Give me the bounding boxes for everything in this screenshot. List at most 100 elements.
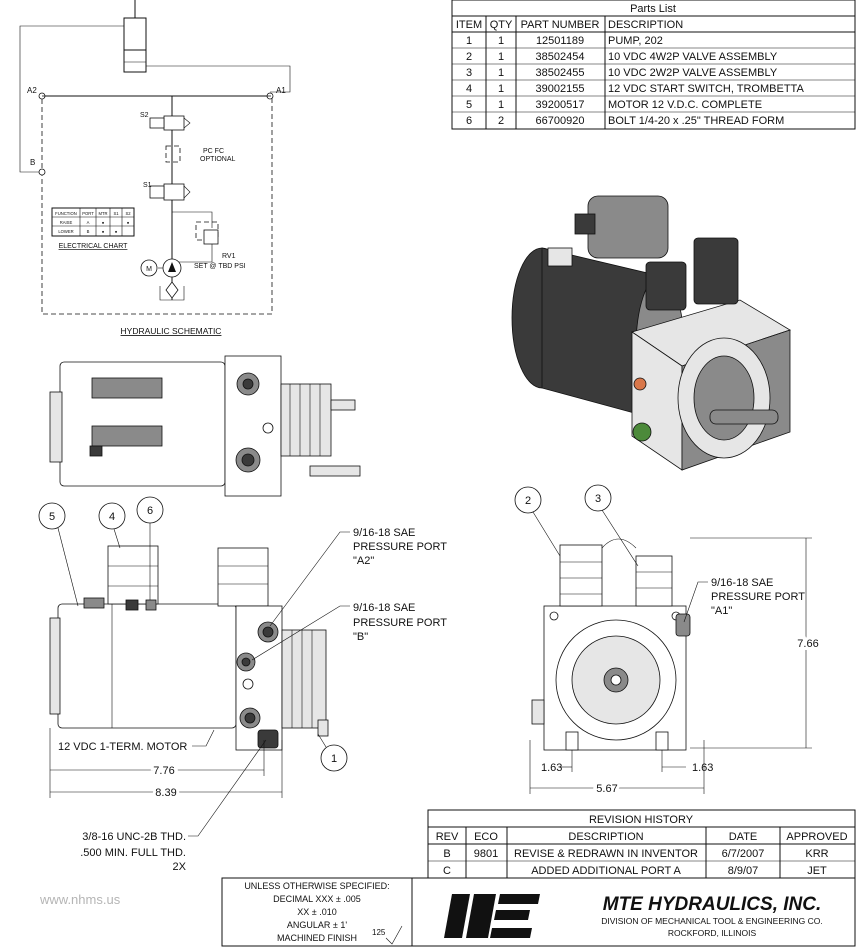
pcfc-label: PC FC — [203, 148, 224, 155]
motor-icon — [140, 259, 158, 277]
relief-valve-icon — [203, 229, 219, 245]
thread-callout-line3: 2X — [173, 861, 187, 873]
rev-header-eco: ECO — [474, 831, 498, 843]
tolerance-block: UNLESS OTHERWISE SPECIFIED: DECIMAL XXX … — [221, 877, 413, 947]
parts-cell: 1 — [498, 83, 504, 95]
annotations: 9/16-18 SAE PRESSURE PORT "A2" 9/16-18 S… — [58, 527, 805, 873]
electrical-chart-title: ELECTRICAL CHART — [59, 243, 129, 250]
parts-list-table: Parts List ITEM QTY PART NUMBER DESCRIPT… — [451, 0, 856, 130]
hydraulic-schematic-title: HYDRAULIC SCHEMATIC — [121, 326, 222, 336]
parts-cell: 3 — [466, 67, 472, 79]
tolerance-line-2: DECIMAL XXX ± .005 — [273, 894, 361, 904]
rev-header-rev: REV — [436, 831, 459, 843]
port-a2-label: A2 — [27, 86, 37, 95]
end-view — [531, 538, 691, 751]
callout-3: 3 — [595, 493, 601, 505]
motor-symbol-label: M — [146, 266, 152, 273]
dim-8-39: 8.39 — [155, 787, 176, 799]
dim-5-67: 5.67 — [596, 783, 617, 795]
rev-header-approved: APPROVED — [786, 831, 847, 843]
parts-cell: 4 — [466, 83, 472, 95]
front-view — [49, 545, 329, 751]
callouts: 5 4 6 1 2 3 — [38, 484, 639, 772]
callout-5: 5 — [49, 511, 55, 523]
chart-cell: RAISE — [60, 220, 73, 225]
parts-cell: 1 — [498, 51, 504, 63]
watermark-text: www.nhms.us — [39, 892, 121, 907]
parts-list-title: Parts List — [630, 3, 676, 15]
dim-7-66: 7.66 — [797, 638, 818, 650]
thread-callout-line2: .500 MIN. FULL THD. — [80, 847, 186, 859]
chart-header: FUNCTION — [55, 211, 77, 216]
callout-bubble-5 — [38, 502, 66, 530]
port-a1-callout-line3: "A1" — [711, 605, 732, 617]
callout-2: 2 — [525, 495, 531, 507]
parts-header-part-number: PART NUMBER — [521, 19, 600, 31]
port-b-callout-line3: "B" — [353, 631, 368, 643]
parts-cell: 12 VDC START SWITCH, TROMBETTA — [608, 83, 804, 95]
callout-bubble-2 — [514, 486, 542, 514]
surface-finish-icon — [385, 925, 403, 945]
revision-history-table: REVISION HISTORY REV ECO DESCRIPTION DAT… — [427, 809, 856, 879]
parts-cell: 6 — [466, 115, 472, 127]
tolerance-line-5: MACHINED FINISH — [277, 933, 357, 943]
dim-7-76: 7.76 — [153, 765, 174, 777]
parts-cell: 2 — [466, 51, 472, 63]
parts-cell: 1 — [466, 35, 472, 47]
rev-cell: REVISE & REDRAWN IN INVENTOR — [514, 848, 698, 860]
parts-cell: PUMP, 202 — [608, 35, 663, 47]
chart-cell: ● — [127, 220, 130, 225]
company-name: MTE HYDRAULICS, INC. — [603, 894, 822, 915]
mte-logo-icon — [444, 890, 540, 942]
port-a2-callout-line1: 9/16-18 SAE — [353, 527, 415, 539]
port-b-label: B — [30, 158, 35, 167]
finish-value: 125 — [372, 928, 386, 937]
electrical-chart: FUNCTION PORT MTR S1 S2 RAISE A ● ● LOWE… — [51, 207, 135, 250]
solenoid-s1-label: S1 — [143, 182, 152, 189]
parts-cell: 10 VDC 2W2P VALVE ASSEMBLY — [608, 67, 778, 79]
parts-cell: 5 — [466, 99, 472, 111]
callout-4: 4 — [109, 511, 115, 523]
rev-header-date: DATE — [729, 831, 758, 843]
chart-cell: LOWER — [58, 229, 73, 234]
parts-cell: 39002155 — [536, 83, 585, 95]
parts-header-description: DESCRIPTION — [608, 19, 683, 31]
parts-cell: 2 — [498, 115, 504, 127]
chart-header: S2 — [125, 211, 131, 216]
rev-cell: C — [443, 865, 451, 877]
parts-cell: MOTOR 12 V.D.C. COMPLETE — [608, 99, 762, 111]
tolerance-line-1: UNLESS OTHERWISE SPECIFIED: — [244, 881, 389, 891]
solenoid-s2-label: S2 — [140, 112, 149, 119]
parts-header-qty: QTY — [490, 19, 513, 31]
chart-header: PORT — [82, 211, 94, 216]
tolerance-line-4: ANGULAR ± 1' — [287, 920, 347, 930]
rev-cell: B — [443, 848, 450, 860]
port-b-callout-line2: PRESSURE PORT — [353, 617, 447, 629]
rev-cell: 9801 — [474, 848, 498, 860]
callout-6: 6 — [147, 505, 153, 517]
parts-cell: 38502454 — [536, 51, 585, 63]
parts-cell: BOLT 1/4-20 x .25" THREAD FORM — [608, 115, 784, 127]
chart-cell: ● — [102, 220, 105, 225]
cylinder-icon — [123, 17, 147, 73]
parts-cell: 12501189 — [536, 35, 584, 47]
rev-cell: JET — [807, 865, 827, 877]
rev-cell: KRR — [805, 848, 828, 860]
company-location: ROCKFORD, ILLINOIS — [668, 928, 757, 938]
rv1-label: RV1 — [222, 253, 236, 260]
hydraulic-schematic: A2 A1 B S2 PC FC OPTIONAL S1 RV1 SET @ T… — [19, 0, 291, 336]
dimensions: 7.76 8.39 7.66 1.63 1.63 5.67 — [49, 537, 822, 802]
port-a2-callout-line2: PRESSURE PORT — [353, 541, 447, 553]
callout-1: 1 — [331, 753, 337, 765]
chart-cell: ● — [102, 229, 105, 234]
isometric-view — [511, 195, 791, 471]
parts-cell: 1 — [498, 99, 504, 111]
rev-header-description: DESCRIPTION — [568, 831, 643, 843]
chart-header: S1 — [113, 211, 119, 216]
parts-header-item: ITEM — [456, 19, 482, 31]
chart-cell: A — [87, 220, 90, 225]
chart-cell: B — [87, 229, 90, 234]
optional-label: OPTIONAL — [200, 156, 236, 163]
